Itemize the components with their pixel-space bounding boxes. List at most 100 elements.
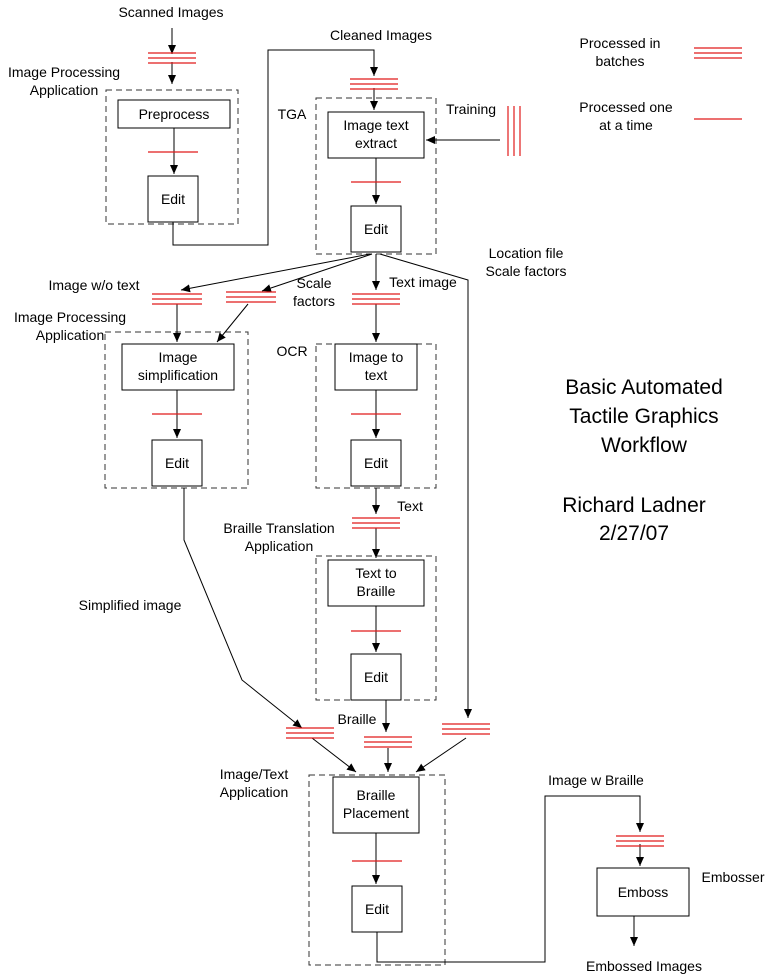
batch-marker [148,52,196,64]
image-to-text-label: Image to text [349,349,404,383]
embosser-label: Embosser [701,869,764,885]
embossed-images-label-line-1: Embossed Images [586,958,702,974]
edit-3-label: Edit [165,455,189,471]
diagram-title-line-3: Workflow [601,434,688,457]
author: Richard Ladner [562,494,706,517]
location-file-label-line-1: Location file [489,245,564,261]
legend: Processed in batches Processed one at a ti… [579,35,742,133]
image-w-braille-label-line-1: Image w Braille [548,772,644,788]
braille-placement-label-line-1: Braille [357,787,396,803]
arrow-scale-to-simplification [216,303,249,343]
edit-6-label-line-1: Edit [365,901,389,917]
edit-box-3: Edit [151,439,203,487]
legend-single-label-line-2: at a time [599,117,653,133]
braille-translation-app-label-line-2: Application [245,538,314,554]
legend-batch-label-line-1: Processed in [580,35,661,51]
image-simplification-label-line-1: Image [159,349,198,365]
scanned-images-label-line-1: Scanned Images [118,4,223,20]
diagram-title-line-1: Basic Automated [565,376,723,399]
cleaned-images-label: Cleaned Images [330,27,432,43]
cleaned-images-label-line-1: Cleaned Images [330,27,432,43]
diagram-title-line-2: Tactile Graphics [569,405,718,428]
image-text-extract-box: Image text extract [327,111,425,159]
text-image-label: Text image [389,274,457,290]
legend-batch-label-line-2: batches [595,53,644,69]
image-to-text-label-line-2: text [365,367,388,383]
edit-box-1: Edit [147,175,199,223]
braille-placement-label-line-2: Placement [343,805,409,821]
training-label: Training [446,101,496,117]
arrow-location-to-placement [415,737,467,773]
edit-4-label: Edit [364,455,388,471]
edit-1-label-line-1: Edit [161,191,185,207]
image-text-app-label-line-2: Application [220,784,289,800]
image-processing-app-2-label-line-1: Image Processing [14,309,126,325]
location-file-label-line-2: Scale factors [486,263,567,279]
image-simplification-label-line-2: simplification [138,367,218,383]
image-w-braille-label: Image w Braille [548,772,644,788]
batch-marker [152,293,202,305]
image-text-extract-label-line-1: Image text [343,117,408,133]
batch-marker [352,517,400,529]
emboss-label: Emboss [618,884,669,900]
emboss-label-line-1: Emboss [618,884,669,900]
edit-2-label-line-1: Edit [364,221,388,237]
edit-6-label: Edit [365,901,389,917]
legend-batch-label: Processed in batches [580,35,661,69]
image-processing-app-2-label-line-2: Application [36,327,105,343]
training-label-line-1: Training [446,101,496,117]
image-processing-app-1-label-line-2: Application [30,82,99,98]
legend-single-label: Processed one at a time [579,99,673,133]
preprocess-label-line-1: Preprocess [139,106,210,122]
arrow-simplified-image [183,488,303,729]
arrow-image-wo-text [180,253,371,293]
text-label: Text [397,498,423,514]
edit-4-label-line-1: Edit [364,455,388,471]
edit-1-label: Edit [161,191,185,207]
embossed-images-label: Embossed Images [586,958,702,974]
image-text-app-label-line-1: Image/Text [220,766,289,782]
date: 2/27/07 [599,522,669,545]
text-label-line-1: Text [397,498,423,514]
text-to-braille-label-line-1: Text to [355,565,396,581]
text-to-braille-label-line-2: Braille [357,583,396,599]
image-simplification-label: Image simplification [138,349,218,383]
image-processing-app-1-label-line-1: Image Processing [8,64,120,80]
edit-5-label-line-1: Edit [364,669,388,685]
arrow-scale-factors [261,253,373,292]
image-processing-app-1-container [105,89,239,225]
batch-marker [364,736,412,748]
tga-label: TGA [278,106,307,122]
image-to-text-label-line-1: Image to [349,349,404,365]
scale-factors-label-line-2: factors [293,293,335,309]
image-text-extract-label-line-2: extract [355,135,397,151]
braille-label: Braille [338,711,377,727]
edit-3-label-line-1: Edit [165,455,189,471]
arrow-location-file [379,253,472,718]
image-to-text-box: Image to text [334,343,418,391]
ocr-label: OCR [276,343,307,359]
emboss-box: Emboss [596,867,690,917]
arrow-simplified-to-placement [311,737,357,773]
image-wo-text-label-line-1: Image w/o text [48,277,139,293]
text-image-label-line-1: Text image [389,274,457,290]
batch-marker [286,727,334,739]
simplified-image-label: Simplified image [79,597,182,613]
legend-single-label-line-1: Processed one [579,99,673,115]
batch-marker [350,78,398,90]
edit-2-label: Edit [364,221,388,237]
image-text-extract-label: Image text extract [343,117,408,151]
arrow-image-w-braille [376,795,644,963]
scanned-images-label: Scanned Images [118,4,223,20]
batch-marker [442,723,490,735]
batch-marker [616,835,664,847]
text-to-braille-label: Text to Braille [355,565,396,599]
arrow-cleaned-images [172,49,378,246]
scale-factors-label-line-1: Scale [296,275,331,291]
preprocess-box: Preprocess [117,99,231,129]
